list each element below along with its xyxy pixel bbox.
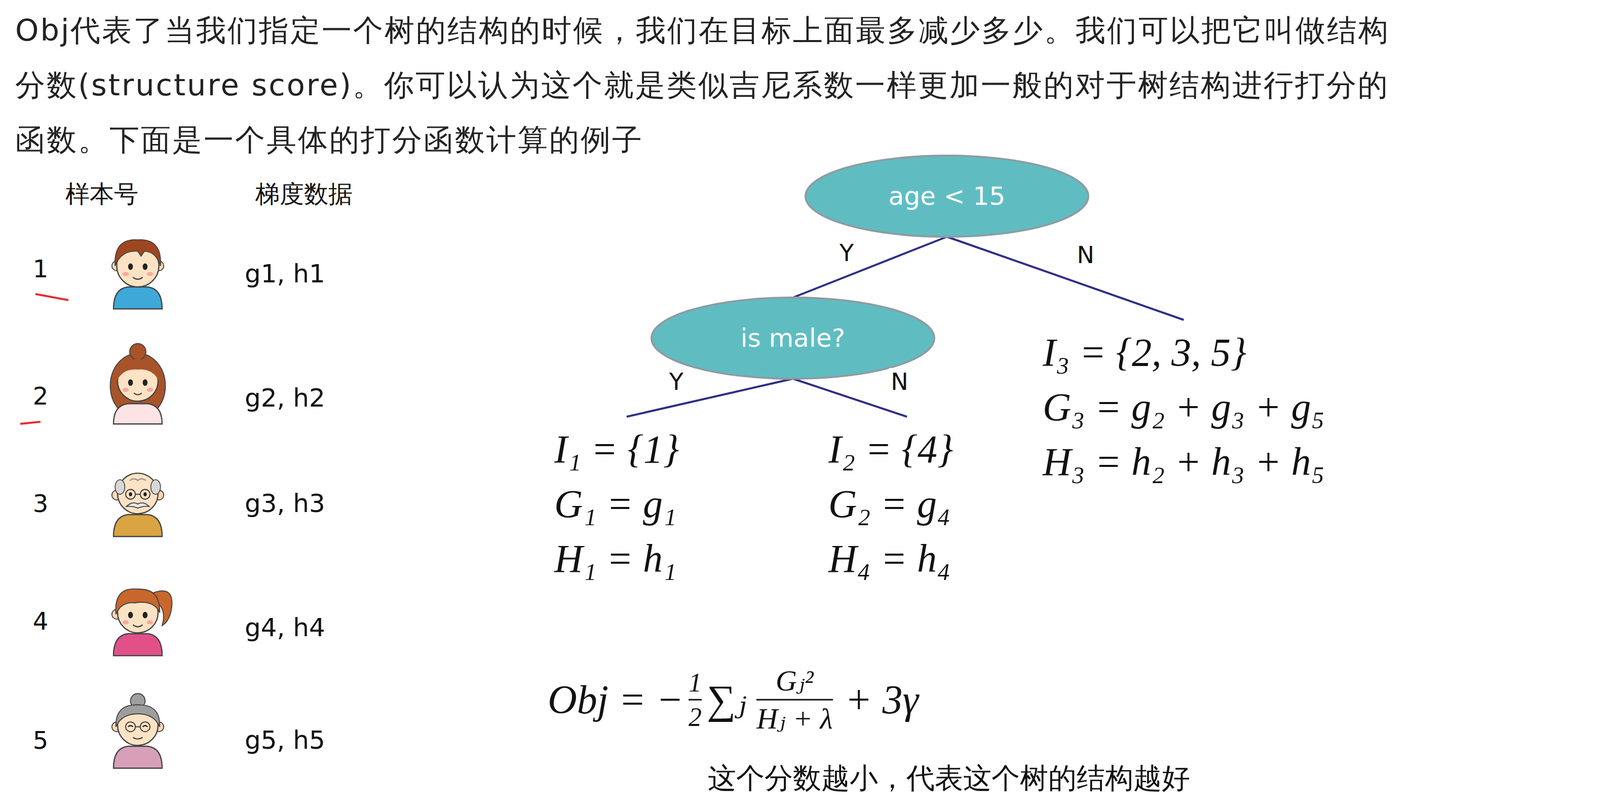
leaf-formula: I₁ = {1}	[554, 421, 679, 477]
leaf-formula: I₃ = {2, 3, 5}	[1042, 324, 1325, 380]
branch-label: Y	[837, 239, 856, 267]
denominator: 2	[688, 702, 702, 732]
branch-label: N	[888, 367, 910, 396]
leaf-formula: H₄ = h₄	[828, 530, 954, 586]
leaf-formula: I₂ = {4}	[828, 421, 954, 477]
leaf-node: I₂ = {4}G₂ = g₄H₄ = h₄	[828, 421, 954, 586]
gradient-data: g1, h1	[244, 258, 326, 289]
fraction: 12	[688, 667, 702, 731]
leaf-formula: H₃ = h₂ + h₃ + h₅	[1042, 434, 1325, 489]
tree-branch	[626, 378, 793, 417]
numerator: Gⱼ²	[775, 664, 814, 697]
person-icon	[111, 472, 164, 537]
column-header: 梯度数据	[255, 177, 353, 211]
red-mark	[20, 421, 41, 424]
numerator: 1	[688, 667, 702, 697]
leaf-formula: G₂ = g₄	[828, 476, 954, 531]
column-header: 样本号	[65, 177, 139, 211]
formula: Obj = −12∑ⱼGⱼ²Hⱼ + λ+ 3γ	[547, 664, 919, 735]
person-icon	[111, 588, 173, 656]
node-label: is male?	[740, 322, 846, 354]
decision-ellipse: age < 15	[804, 154, 1090, 239]
denominator: Hⱼ + λ	[756, 702, 833, 735]
person-icon	[110, 343, 166, 424]
sample-number: 5	[32, 725, 49, 754]
intro-text: Obj代表了当我们指定一个树的结构的时候，我们在目标上面最多减少多少。我们可以把…	[15, 3, 1409, 168]
fraction-bar	[756, 698, 833, 701]
fraction: Gⱼ² Hⱼ + λ	[756, 664, 833, 735]
node-label: age < 15	[888, 180, 1006, 212]
person-icon	[111, 693, 164, 768]
formula-text: + 3γ	[845, 676, 920, 722]
sample-number: 3	[32, 488, 49, 518]
leaf-node: I₃ = {2, 3, 5}G₃ = g₂ + g₃ + g₅H₃ = h₂ +…	[1042, 324, 1325, 489]
fraction-bar	[688, 698, 702, 701]
sum-symbol: ∑ⱼ	[706, 676, 747, 722]
gradient-data: g4, h4	[244, 612, 326, 642]
leaf-node: I₁ = {1}G₁ = g₁H₁ = h₁	[554, 421, 679, 586]
gradient-data: g5, h5	[244, 725, 326, 755]
red-mark	[35, 293, 69, 300]
tree-branch	[792, 236, 947, 298]
leaf-formula: H₁ = h₁	[554, 530, 679, 586]
sample-number: 4	[32, 606, 49, 635]
gradient-data: g3, h3	[244, 488, 326, 518]
leaf-formula: G₃ = g₂ + g₃ + g₅	[1042, 379, 1325, 435]
branch-label: N	[1074, 241, 1096, 269]
person-icon	[111, 239, 164, 309]
caption: 这个分数越小，代表这个树的结构越好	[707, 758, 1191, 798]
sample-number: 2	[32, 381, 49, 410]
tree-branch	[946, 236, 1184, 320]
gradient-data: g2, h2	[244, 383, 326, 413]
branch-label: Y	[667, 367, 686, 396]
formula-text: Obj = −	[547, 676, 684, 722]
sample-number: 1	[32, 254, 49, 283]
leaf-formula: G₁ = g₁	[554, 476, 679, 531]
